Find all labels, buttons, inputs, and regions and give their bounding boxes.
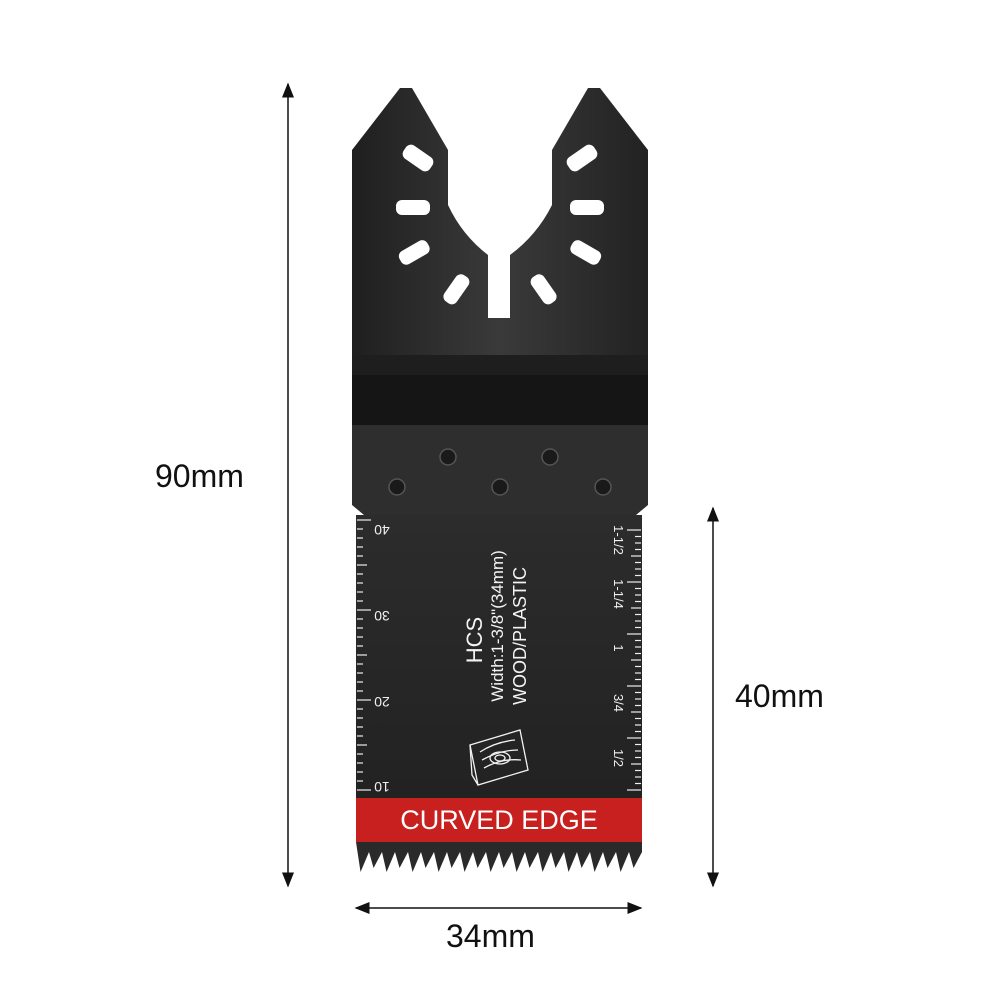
blade-neck-band — [352, 375, 648, 425]
wood-grain-icon — [469, 729, 529, 786]
metric-label-40: 40 — [374, 522, 390, 538]
width-spec-text: Width:1-3/8"(34mm) — [488, 550, 507, 702]
height-dimension-label: 90mm — [155, 458, 244, 494]
blade-mount-head — [352, 88, 648, 355]
rivets — [388, 448, 612, 496]
brand-code-text: HCS — [462, 617, 487, 663]
curved-edge-label: CURVED EDGE — [400, 805, 598, 835]
metric-label-10: 10 — [374, 779, 390, 795]
curved-edge-band — [356, 798, 642, 842]
imperial-scale-ticks — [627, 529, 641, 791]
blade-shoulder — [352, 355, 648, 375]
blade-teeth — [356, 842, 642, 872]
material-text: WOOD/PLASTIC — [510, 567, 530, 705]
metric-label-30: 30 — [374, 608, 390, 624]
imperial-label-half: 1/2 — [611, 749, 626, 767]
blade-rivet-plate — [352, 425, 648, 515]
imperial-label-one-quarter: 1-1/4 — [611, 579, 626, 609]
blade-lower-body — [356, 515, 642, 798]
mount-slots — [396, 144, 604, 305]
width-dimension-label: 34mm — [446, 918, 535, 954]
metric-scale-ticks — [357, 519, 371, 791]
imperial-label-one-half: 1-1/2 — [611, 525, 626, 555]
cut-depth-dimension-label: 40mm — [735, 678, 824, 714]
metric-label-20: 20 — [374, 694, 390, 710]
imperial-label-three-quarter: 3/4 — [611, 694, 626, 712]
imperial-label-one: 1 — [611, 644, 626, 651]
